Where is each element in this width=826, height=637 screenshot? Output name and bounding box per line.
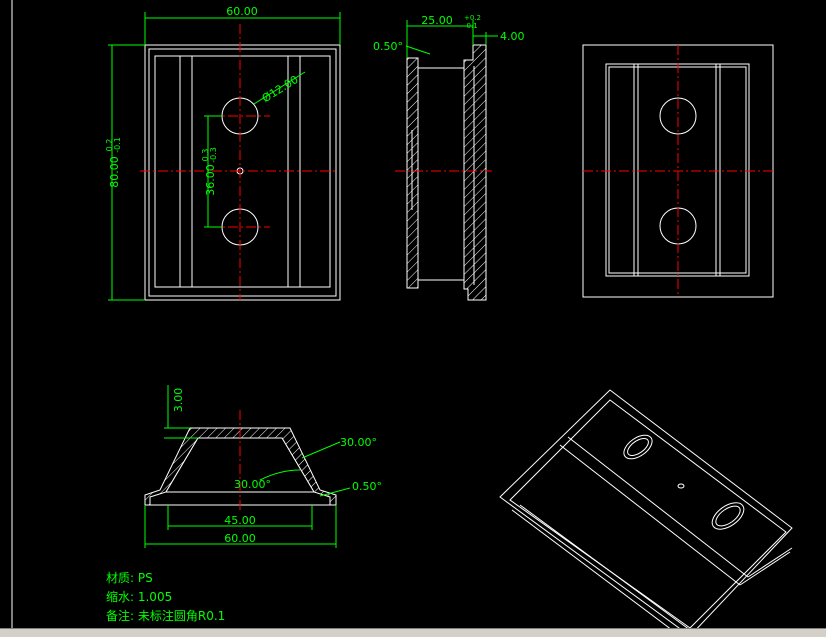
dim-hole-spacing-tol-dn: -0.3 — [209, 147, 218, 163]
dim-top-height: 80.00 — [108, 156, 121, 188]
dim-side-depth-tol-up: +0.2 — [464, 14, 481, 22]
dim-section-angle-draft: 0.50° — [352, 480, 382, 493]
dim-side-angle: 0.50° — [373, 40, 403, 53]
isometric-view[interactable] — [499, 389, 793, 636]
dim-hole-spacing: 36.00 — [204, 164, 217, 196]
dim-side-wall: 4.00 — [500, 30, 525, 43]
dim-section-angle-inner: 30.00° — [234, 478, 271, 491]
dim-hole-spacing-tol-up: 0.3 — [201, 149, 210, 162]
top-view[interactable]: 60.00 80.00 0.2 -0.1 36.00 0.3 -0.3 Ø12.… — [105, 5, 341, 301]
dim-hole-diameter: Ø12.00 — [260, 73, 301, 105]
dim-section-angle-outer: 30.00° — [340, 436, 377, 449]
side-view[interactable]: 25.00 +0.2 -0.1 4.00 0.50° — [373, 14, 525, 301]
notes-block: 材质: PS 缩水: 1.005 备注: 未标注圆角R0.1 — [106, 571, 225, 623]
window-bottom-edge — [0, 628, 826, 637]
dim-side-depth: 25.00 — [421, 14, 453, 27]
dim-top-height-tol-dn: -0.1 — [113, 137, 122, 153]
dim-section-top: 3.00 — [172, 388, 185, 413]
dim-section-outer-width: 60.00 — [224, 532, 256, 545]
note-shrinkage: 缩水: 1.005 — [106, 589, 172, 604]
bottom-view[interactable] — [582, 44, 774, 298]
note-material: 材质: PS — [106, 571, 153, 585]
dim-top-height-tol-up: 0.2 — [105, 139, 114, 152]
dim-section-inner-width: 45.00 — [224, 514, 256, 527]
dim-side-depth-tol-dn: -0.1 — [464, 22, 478, 30]
note-remark: 备注: 未标注圆角R0.1 — [106, 608, 225, 623]
cross-section-view[interactable]: 3.00 30.00° 30.00° 0.50° 45.00 60.00 — [144, 385, 382, 548]
dim-top-width: 60.00 — [226, 5, 258, 18]
